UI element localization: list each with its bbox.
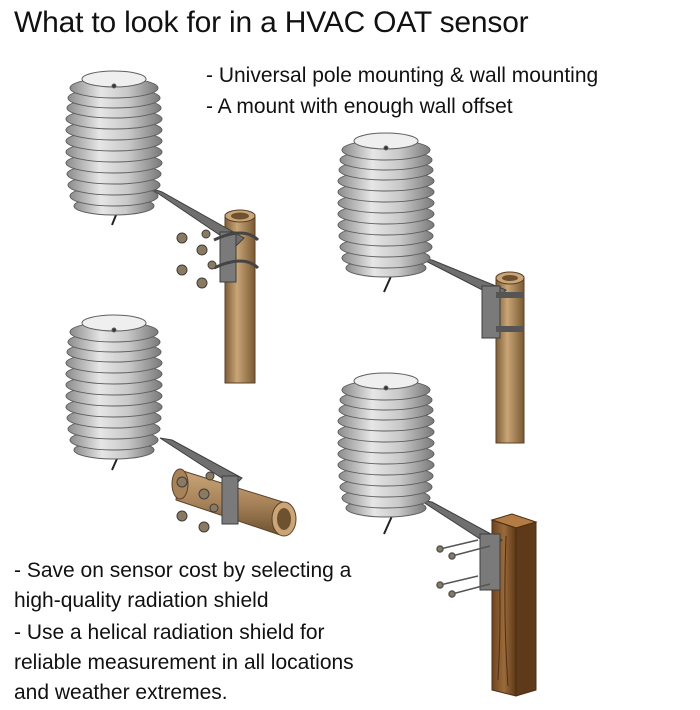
notes-list: - Save on sensor cost by selecting a hig… xyxy=(14,556,354,710)
note-line: - Use a helical radiation shield for xyxy=(14,621,325,644)
shield-stack xyxy=(65,70,163,216)
radiation-shield-wall-mount-icon xyxy=(337,372,538,697)
feature-list: - Universal pole mounting & wall mountin… xyxy=(206,60,598,122)
pole xyxy=(495,271,525,444)
feature-item: - A mount with enough wall offset xyxy=(206,95,513,118)
note-line: reliable measurement in all locations xyxy=(14,651,354,674)
note-paragraph: - Use a helical radiation shield for rel… xyxy=(14,618,354,708)
shield-stack xyxy=(337,372,435,518)
shield-stack xyxy=(337,132,435,278)
shield-stack xyxy=(65,314,163,460)
radiation-shield-pole-mount-exploded-icon xyxy=(65,70,260,384)
hardware-nuts xyxy=(176,471,219,533)
radiation-shield-pole-mount-icon xyxy=(337,132,525,444)
wood-screws xyxy=(436,539,491,598)
feature-item: - Universal pole mounting & wall mountin… xyxy=(206,64,599,87)
note-line: and weather extremes. xyxy=(14,681,228,704)
note-paragraph: - Save on sensor cost by selecting a hig… xyxy=(14,556,354,616)
note-line: - Save on sensor cost by selecting a xyxy=(14,559,352,582)
mount-bracket xyxy=(383,257,524,339)
mount-bracket xyxy=(111,187,260,283)
hardware-nuts xyxy=(176,229,217,289)
page-title: What to look for in a HVAC OAT sensor xyxy=(14,6,529,39)
note-line: high-quality radiation shield xyxy=(14,589,269,612)
radiation-shield-horizontal-pipe-mount-icon xyxy=(65,314,297,537)
